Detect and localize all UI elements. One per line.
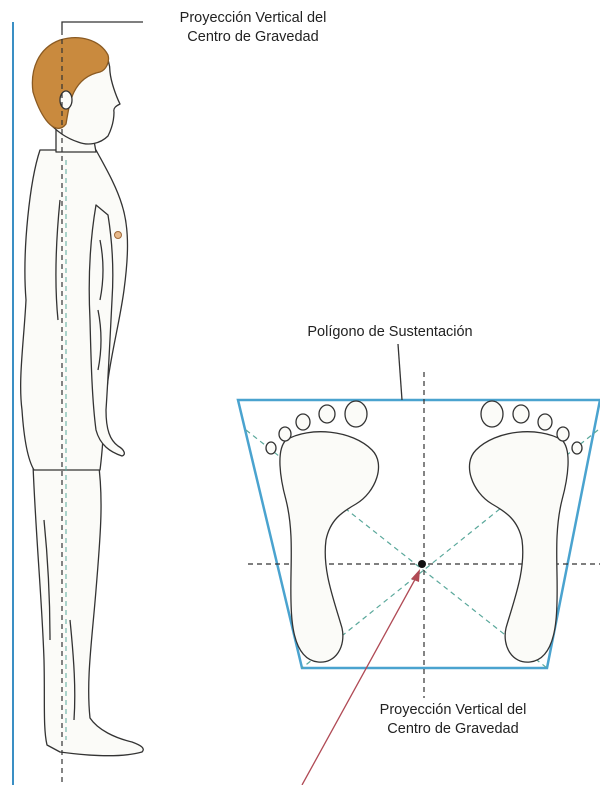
left-toe-4 (279, 427, 291, 441)
polygon-label-leader (398, 344, 402, 400)
polygon-label: Polígono de Sustentación (270, 323, 510, 342)
right-toe-big (481, 401, 503, 427)
bottom-label-line2: Centro de Gravedad (343, 720, 563, 739)
human-figure (21, 38, 144, 756)
bottom-gravity-label: Proyección Vertical del Centro de Graved… (343, 701, 563, 739)
left-toe-3 (296, 414, 310, 430)
top-gravity-label: Proyección Vertical del Centro de Graved… (148, 9, 358, 47)
right-toe-5 (572, 442, 582, 454)
left-toe-5 (266, 442, 276, 454)
bottom-label-line1: Proyección Vertical del (343, 701, 563, 720)
human-nipple (115, 232, 122, 239)
right-toe-4 (557, 427, 569, 441)
gravity-point (418, 560, 426, 568)
top-label-line2: Centro de Gravedad (148, 28, 358, 47)
left-toe-big (345, 401, 367, 427)
top-label-leader (62, 22, 143, 30)
right-toe-3 (538, 414, 552, 430)
left-toe-2 (319, 405, 335, 423)
top-label-line1: Proyección Vertical del (148, 9, 358, 28)
right-toe-2 (513, 405, 529, 423)
polygon-label-text: Polígono de Sustentación (270, 323, 510, 342)
